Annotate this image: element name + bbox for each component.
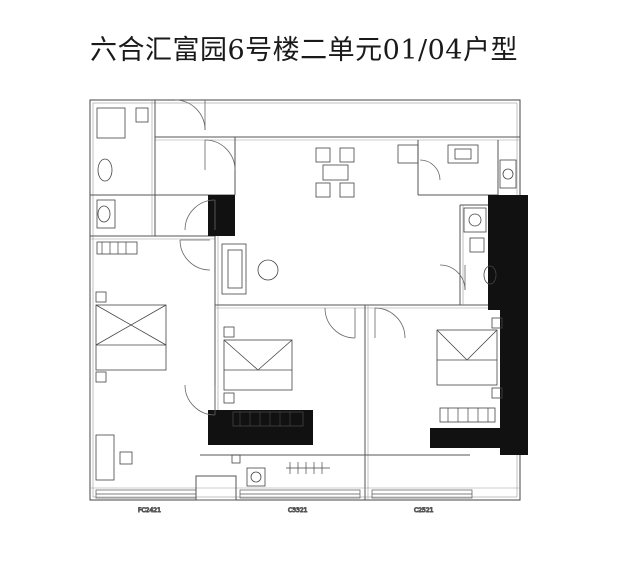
door-swings bbox=[174, 99, 466, 416]
structural-walls bbox=[208, 195, 528, 455]
wardrobe-hangers bbox=[101, 242, 489, 474]
window-label: FC2421 bbox=[138, 507, 161, 514]
window-label: C3321 bbox=[288, 507, 308, 514]
wall-outlines bbox=[89, 99, 521, 501]
bottom-windows bbox=[95, 489, 473, 499]
furniture bbox=[95, 107, 517, 487]
floor-plan-title: 六合汇富园6号楼二单元01/04户型 bbox=[90, 35, 518, 66]
window-label: C2521 bbox=[414, 507, 434, 514]
